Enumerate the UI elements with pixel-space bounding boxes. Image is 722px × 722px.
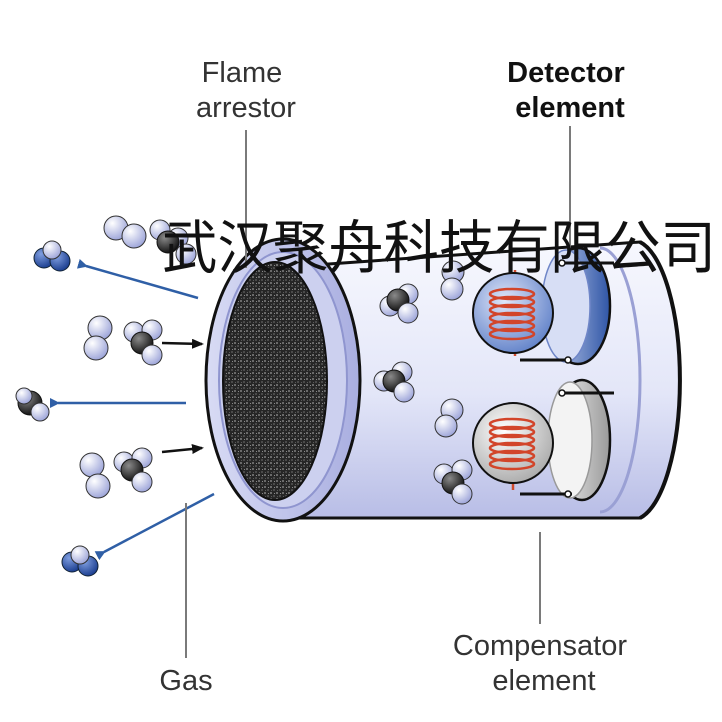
outflow-arrow-1 — [76, 258, 199, 300]
gas-flow-arrows — [50, 258, 215, 561]
molecule-inside-4 — [434, 398, 464, 438]
molecule-outside-2 — [149, 219, 197, 265]
molecule-outside-9 — [61, 545, 99, 577]
molecule-outside-8 — [113, 447, 153, 493]
flame-arrestor-mesh — [222, 261, 328, 501]
molecule-inside-2 — [440, 260, 465, 301]
inflow-arrow-2 — [161, 444, 204, 454]
label-detector-line1: Detector — [507, 57, 625, 89]
housing-back-ring — [599, 246, 642, 514]
molecule-outside-6 — [15, 387, 50, 422]
molecule-outside-5 — [123, 319, 163, 366]
molecule-inside-5 — [433, 459, 473, 505]
watermark-text: 武汉聚舟科技有限公司 — [162, 214, 716, 282]
compensator-coil — [488, 417, 536, 471]
molecule-inside-1 — [379, 283, 419, 324]
molecule-outside-1 — [103, 215, 147, 249]
label-detector-line2: element — [515, 92, 625, 124]
label-detector-element: Detector element — [507, 57, 633, 124]
label-compensator-line1: Compensator — [453, 630, 627, 662]
label-flame-arrestor-line2: arrestor — [196, 92, 296, 124]
label-flame-arrestor-line1: Flame — [202, 57, 283, 89]
molecule-outside-3 — [33, 240, 71, 272]
detector-coil — [488, 287, 536, 341]
leader-lines — [185, 126, 571, 658]
housing-back-rim — [639, 240, 682, 520]
label-flame-arrestor: Flame arrestor — [196, 57, 296, 124]
compensator-disc-face — [547, 381, 593, 499]
molecule-inside-3 — [373, 361, 415, 403]
detector-element — [472, 246, 614, 366]
compensator-element — [472, 378, 614, 502]
inflow-arrow-1 — [161, 338, 204, 349]
label-gas: Gas — [159, 665, 212, 697]
molecule-outside-4 — [83, 315, 113, 361]
label-compensator-element: Compensator element — [453, 630, 635, 697]
outflow-arrow-3 — [94, 492, 215, 561]
label-compensator-line2: element — [492, 665, 595, 697]
molecule-outside-7 — [79, 452, 111, 499]
